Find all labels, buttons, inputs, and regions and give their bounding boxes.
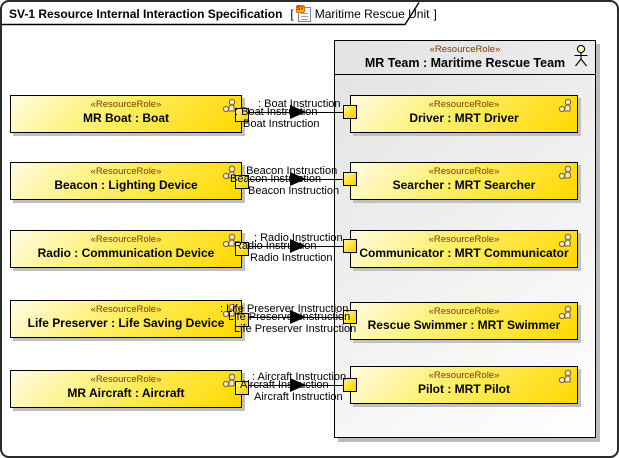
node-name: Radio : Communication Device	[37, 246, 215, 260]
resource-role-icon	[222, 165, 236, 180]
node-communicator[interactable]: «ResourceRole» Communicator : MRT Commun…	[350, 230, 578, 268]
actor-stick-figure-icon	[574, 44, 588, 67]
connector-label: Boat Instruction	[243, 118, 320, 130]
connector-label: Radio Instruction	[234, 240, 317, 252]
mr-team-stereotype: «ResourceRole»	[429, 44, 501, 55]
bracket-open: [	[290, 7, 294, 21]
resource-role-icon	[558, 305, 572, 320]
sv-diagram-icon: SV	[295, 4, 311, 22]
port[interactable]	[343, 105, 357, 119]
node-searcher[interactable]: «ResourceRole» Searcher : MRT Searcher	[350, 162, 578, 200]
node-name: Life Preserver : Life Saving Device	[27, 316, 225, 330]
node-rescue-swimmer[interactable]: «ResourceRole» Rescue Swimmer : MRT Swim…	[350, 302, 578, 340]
frame-tab-border	[2, 2, 420, 26]
connector-label: : Aircraft Instruction	[252, 371, 347, 383]
stereotype-label: «ResourceRole»	[428, 370, 500, 381]
resource-role-icon	[222, 373, 236, 388]
diagram-context-name[interactable]: Maritime Rescue Unit	[314, 7, 430, 21]
connector-label: : Boat Instruction	[235, 106, 318, 118]
node-pilot[interactable]: «ResourceRole» Pilot : MRT Pilot	[350, 366, 578, 404]
connector-label: Beacon Instruction	[230, 173, 322, 185]
stereotype-label: «ResourceRole»	[428, 306, 500, 317]
node-name: Pilot : MRT Pilot	[418, 382, 510, 396]
connector-label: Aircraft Instruction	[254, 391, 343, 403]
resource-role-icon	[222, 98, 236, 113]
node-mr-aircraft[interactable]: «ResourceRole» MR Aircraft : Aircraft	[10, 370, 242, 408]
node-driver[interactable]: «ResourceRole» Driver : MRT Driver	[350, 95, 578, 133]
flow-arrowhead-icon	[290, 239, 306, 253]
stereotype-label: «ResourceRole»	[90, 304, 162, 315]
stereotype-label: «ResourceRole»	[428, 99, 500, 110]
resource-role-icon	[558, 369, 572, 384]
resource-role-icon	[222, 233, 236, 248]
resource-role-icon	[558, 98, 572, 113]
stereotype-label: «ResourceRole»	[90, 374, 162, 385]
connector-label: Life Preserver Instruction	[228, 311, 351, 323]
bracket-close: ]	[433, 7, 437, 21]
flow-arrowhead-icon	[290, 105, 306, 119]
node-mr-boat[interactable]: «ResourceRole» MR Boat : Boat	[10, 95, 242, 133]
connector-label: Aircraft Instruction	[240, 379, 329, 391]
stereotype-label: «ResourceRole»	[90, 99, 162, 110]
port[interactable]	[235, 108, 249, 122]
connector-label: : Life Preserver Instruction	[220, 303, 349, 315]
node-beacon[interactable]: «ResourceRole» Beacon : Lighting Device	[10, 162, 242, 200]
node-name: Searcher : MRT Searcher	[392, 178, 536, 192]
stereotype-label: «ResourceRole»	[428, 166, 500, 177]
port[interactable]	[343, 239, 357, 253]
mr-team-name: MR Team : Maritime Rescue Team	[364, 56, 566, 70]
flow-arrowhead-icon	[290, 378, 306, 392]
connector-label: Life Preserver Instruction	[234, 323, 357, 335]
port[interactable]	[235, 313, 249, 327]
connector-label: Radio Instruction	[250, 252, 333, 264]
node-name: Driver : MRT Driver	[409, 111, 519, 125]
connector-label: : Beacon Instruction	[240, 165, 338, 177]
mr-team-header: «ResourceRole» MR Team : Maritime Rescue…	[335, 41, 595, 75]
stereotype-label: «ResourceRole»	[90, 234, 162, 245]
connector-label: : Boat Instruction	[258, 98, 341, 110]
port[interactable]	[235, 381, 249, 395]
stereotype-label: «ResourceRole»	[90, 166, 162, 177]
frame-title: SV-1 Resource Internal Interaction Speci…	[9, 4, 437, 23]
port[interactable]	[235, 242, 249, 256]
resource-role-icon	[558, 165, 572, 180]
port[interactable]	[343, 310, 357, 324]
node-name: Beacon : Lighting Device	[54, 178, 198, 192]
resource-role-icon	[558, 233, 572, 248]
port[interactable]	[235, 175, 249, 189]
node-name: MR Aircraft : Aircraft	[67, 386, 185, 400]
diagram-title: SV-1 Resource Internal Interaction Speci…	[9, 7, 283, 21]
flow-arrowhead-icon	[290, 310, 306, 324]
node-life-preserver[interactable]: «ResourceRole» Life Preserver : Life Sav…	[10, 300, 242, 338]
port[interactable]	[343, 378, 357, 392]
flow-arrowhead-icon	[290, 172, 306, 186]
connector-label: Beacon Instruction	[248, 185, 340, 197]
connector-label: : Radio Instruction	[254, 232, 343, 244]
stereotype-label: «ResourceRole»	[428, 234, 500, 245]
node-radio[interactable]: «ResourceRole» Radio : Communication Dev…	[10, 230, 242, 268]
node-name: Communicator : MRT Communicator	[359, 246, 569, 260]
port[interactable]	[343, 172, 357, 186]
resource-role-icon	[222, 303, 236, 318]
node-name: MR Boat : Boat	[83, 111, 169, 125]
node-name: Rescue Swimmer : MRT Swimmer	[367, 318, 561, 332]
